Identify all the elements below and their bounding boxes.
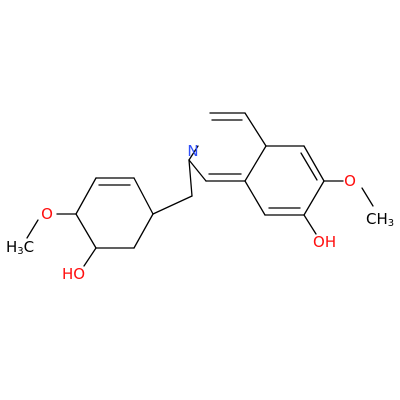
ch3-right-main: CH bbox=[366, 210, 388, 228]
bond-ch2-c-ring bbox=[152, 195, 193, 215]
bond-r4-r5 bbox=[75, 213, 97, 249]
oh-left-o: O bbox=[73, 265, 85, 283]
bond-r6-r1 bbox=[133, 213, 154, 249]
bond-r1-r2 bbox=[133, 177, 154, 215]
bond-o-ch3 bbox=[361, 187, 374, 207]
oh-left-label: HO bbox=[62, 265, 85, 283]
bond-c7-oh bbox=[303, 214, 317, 235]
benzene-ring bbox=[244, 145, 325, 216]
nitrogen-label: N bbox=[187, 142, 198, 160]
bond-o-h3c bbox=[26, 219, 39, 239]
bond-c1-n bbox=[188, 145, 199, 161]
oh-left-h: H bbox=[62, 265, 73, 283]
bond-c1-ch2 bbox=[188, 159, 193, 197]
bond-c3-c4 bbox=[244, 112, 267, 147]
bond-r3-r4 bbox=[75, 177, 97, 215]
h3c-left-h: H bbox=[6, 238, 17, 256]
ch3-right-label: CH3 bbox=[366, 210, 394, 229]
double-bond-c5-c6 bbox=[300, 152, 318, 181]
oh-right-o: O bbox=[313, 233, 325, 251]
oh-right-h: H bbox=[325, 233, 336, 251]
oh-right-label: OH bbox=[313, 233, 336, 251]
h3c-left-c: C bbox=[24, 238, 34, 256]
oxygen-methoxy-left-label: O bbox=[41, 205, 53, 223]
bond-r5-ho bbox=[83, 247, 97, 267]
bond-c8-c8a bbox=[244, 180, 266, 216]
bond-c6-c7 bbox=[303, 180, 325, 216]
pyridine-ring bbox=[188, 112, 267, 182]
bond-c5-c6 bbox=[303, 145, 325, 182]
h3c-left-sub: 3 bbox=[17, 246, 23, 257]
ch3-right-sub: 3 bbox=[388, 218, 394, 229]
oxygen-methoxy-right-label: O bbox=[344, 172, 356, 190]
bond-c4-c4a bbox=[244, 145, 267, 182]
bond-c8a-c1 bbox=[188, 159, 207, 182]
h3c-left-label: H3C bbox=[6, 238, 34, 257]
cyclohexene-ring bbox=[75, 177, 154, 249]
